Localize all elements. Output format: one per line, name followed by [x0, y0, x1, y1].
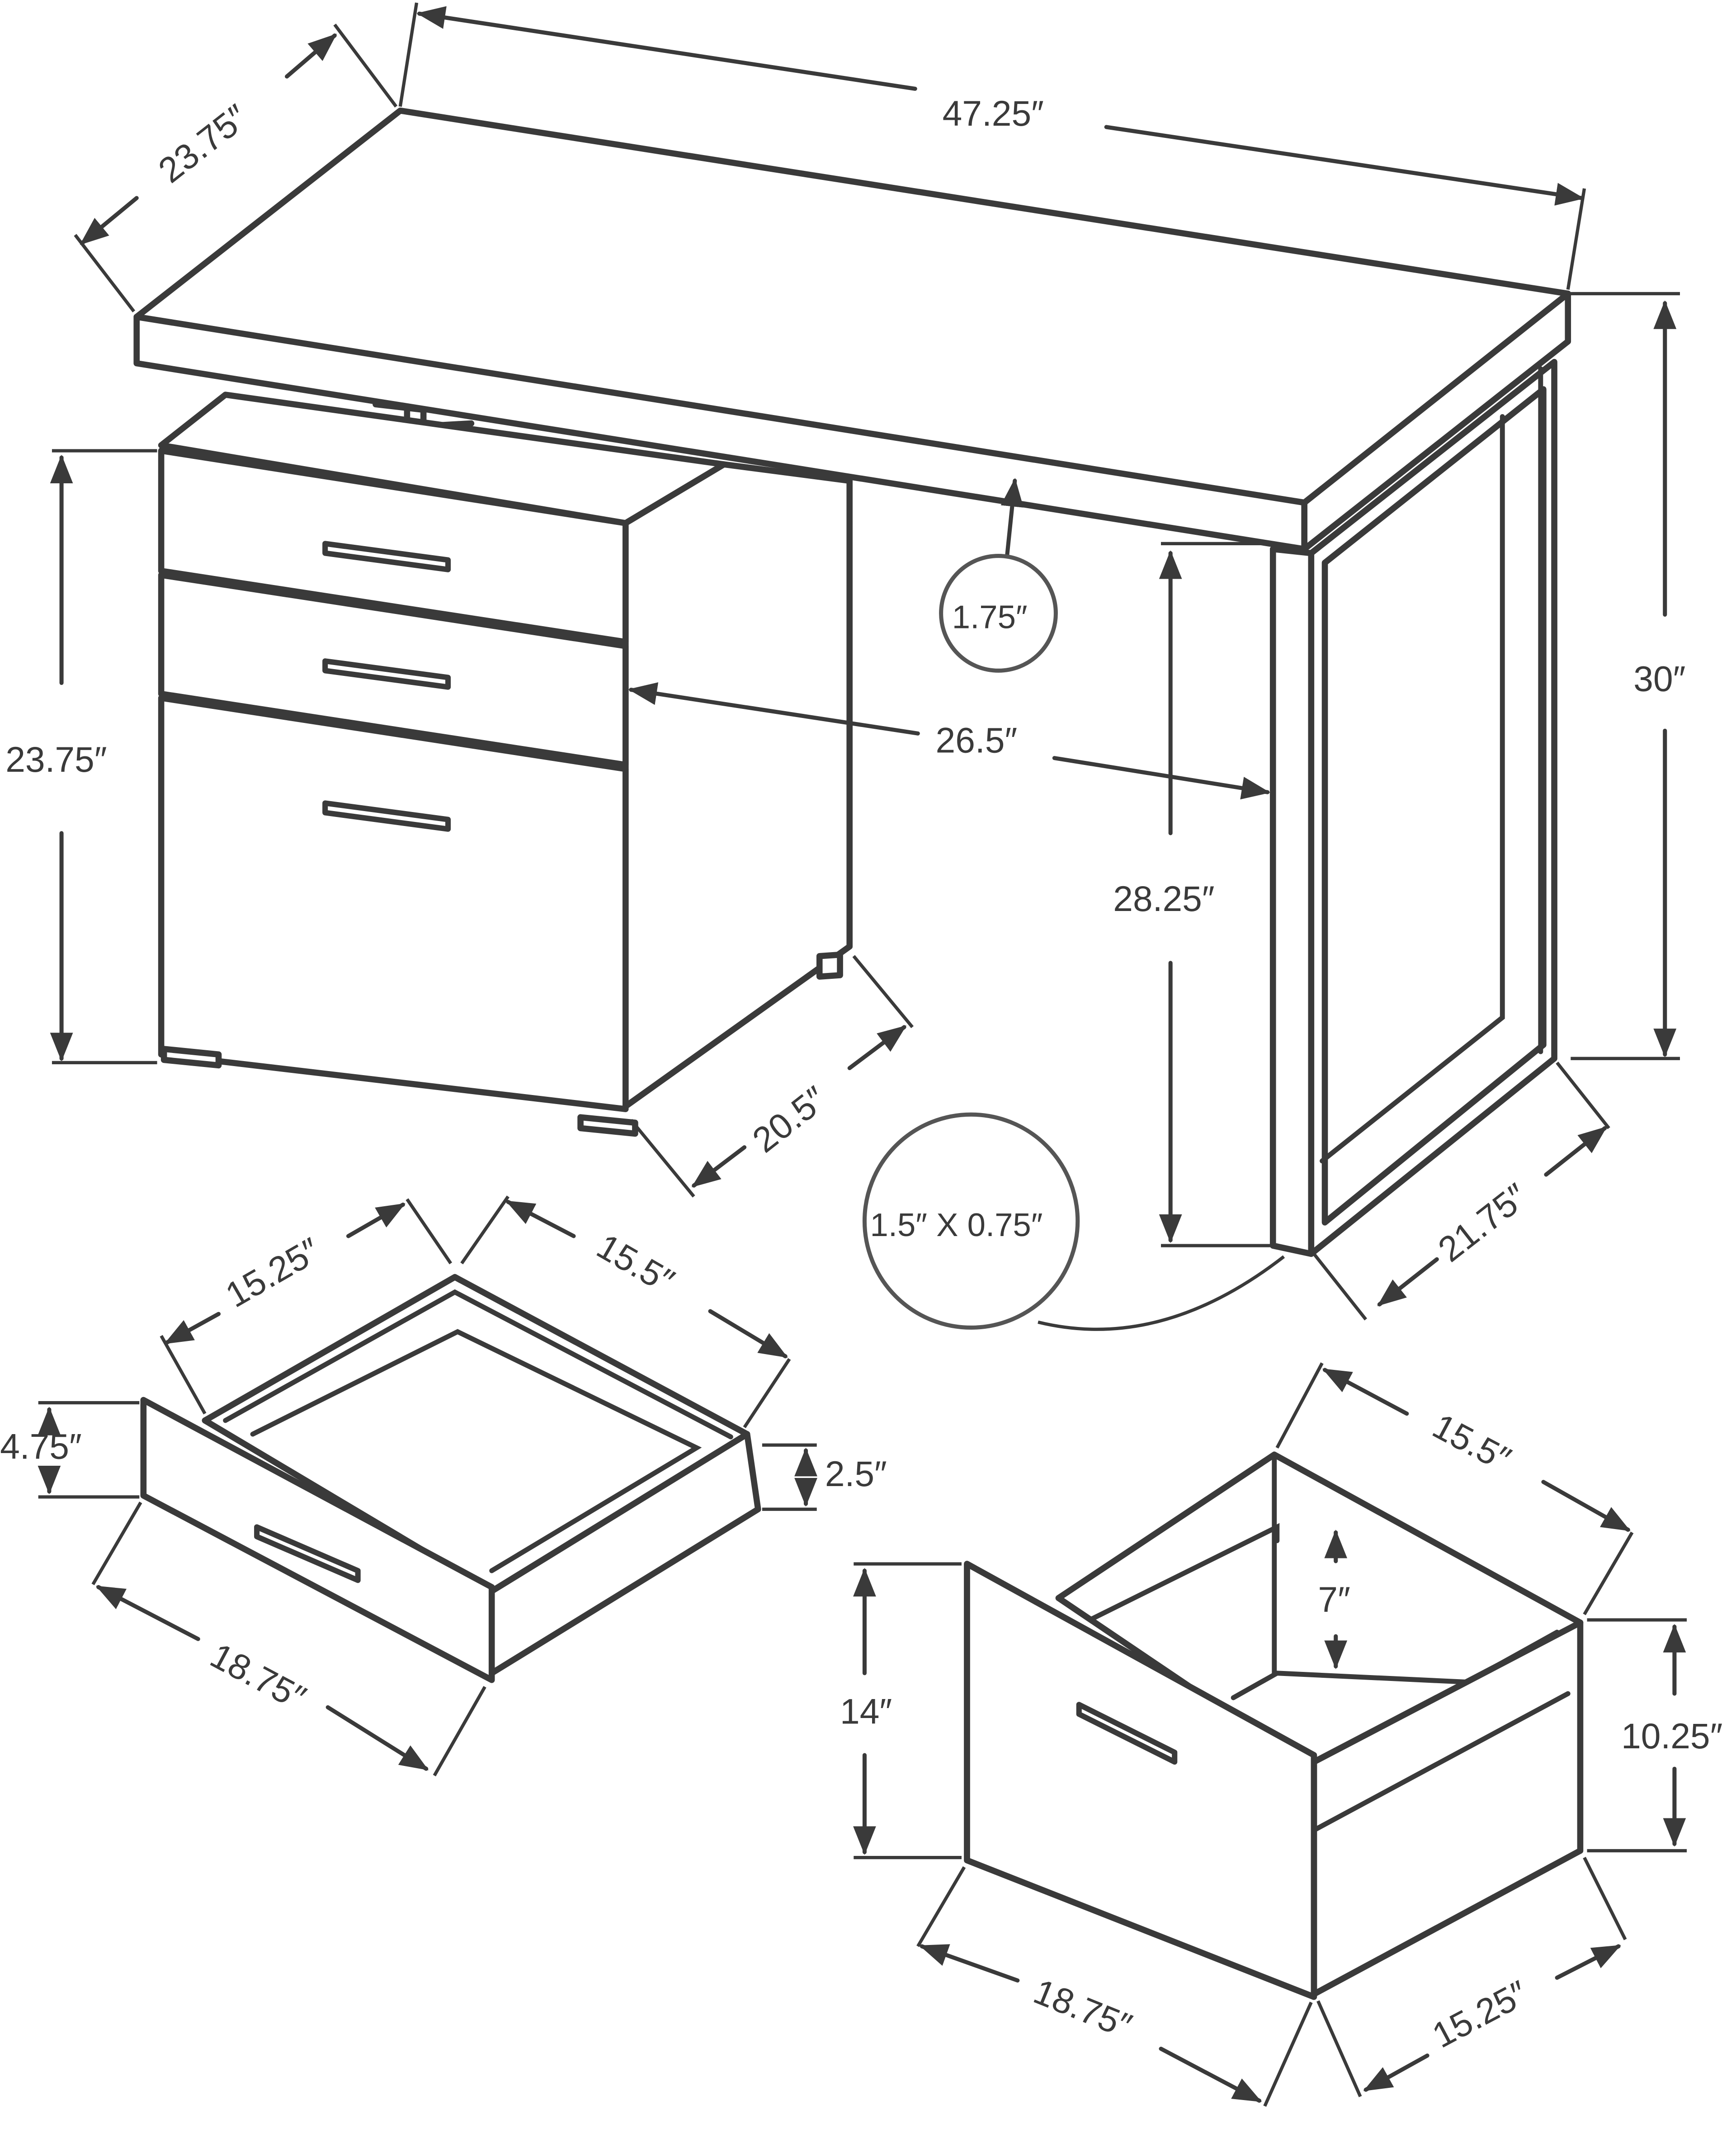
cabinet-foot [160, 1046, 222, 1069]
desk-dimensions: 47.25″ 23.75″ 30″ 23.75″ 1.75″ 26.5″ 28. [5, 2, 1685, 1331]
leg-depth-label: 21.75″ [1431, 1175, 1535, 1269]
drawer-front-width-label: 18.75″ [204, 1635, 312, 1718]
file-rail-height-label: 7″ [1318, 1580, 1350, 1619]
top-drawer-front [158, 448, 629, 645]
desk-illustration [133, 107, 1571, 1257]
leg-profile-label: 1.5″ X 0.75″ [870, 1207, 1043, 1243]
small-drawer-handle [254, 1524, 361, 1583]
file-drawer-panel-handle [1076, 1702, 1178, 1765]
file-front-height-label: 14″ [840, 1692, 892, 1732]
small-drawer-front [140, 1397, 495, 1683]
cabinet-height-label: 23.75″ [5, 740, 107, 779]
small-drawer-illustration [140, 1274, 761, 1683]
top-thickness-label: 1.75″ [952, 599, 1028, 636]
leg-profile-callout [862, 1112, 1080, 1330]
middle-drawer-handle [322, 658, 451, 690]
knee-space-width-label: 26.5″ [936, 721, 1018, 760]
desk-height-label: 30″ [1633, 659, 1685, 699]
cabinet-side [622, 461, 853, 1109]
top-drawer-handle [322, 541, 451, 572]
cabinet-depth-label: 20.5″ [745, 1079, 834, 1161]
metal-leg-frame [1269, 546, 1315, 1257]
drawer-inner-width-label: 15.25″ [219, 1230, 326, 1315]
file-drawer-illustration [964, 1451, 1584, 2000]
top-thickness-callout [939, 554, 1058, 673]
drawer-inner-depth-label: 15.5″ [590, 1226, 681, 1302]
drawer-inner-height-label: 2.5″ [825, 1454, 887, 1494]
desk-width-label: 47.25″ [943, 94, 1044, 133]
knee-space-height-label: 28.25″ [1113, 879, 1214, 919]
file-inner-depth-label: 15.5″ [1426, 1406, 1517, 1479]
desk-depth-label: 23.75″ [151, 97, 255, 190]
file-drawer-front [158, 694, 629, 1112]
file-drawer-handle [322, 800, 451, 832]
file-front-width-label: 18.75″ [1028, 1971, 1137, 2046]
drawer-front-height-label: 4.75″ [0, 1426, 82, 1466]
file-inner-width-label: 15.25″ [1426, 1973, 1534, 2056]
file-inner-height-label: 10.25″ [1621, 1716, 1722, 1756]
desk-top-side-edge [1301, 290, 1571, 552]
